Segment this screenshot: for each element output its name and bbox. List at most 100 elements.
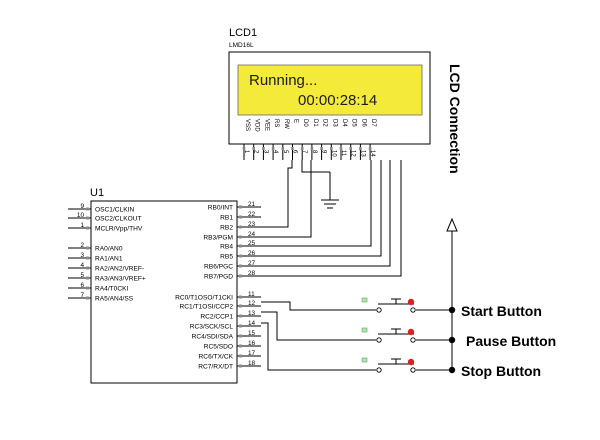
lcd-pin-number: 14 (369, 150, 375, 157)
lcd-pin-number: 4 (272, 150, 278, 154)
lcd-screen (237, 64, 423, 116)
lcd-pin-name: D3 (331, 119, 337, 127)
mcu-right-pin: 13 RC2/CCP1 (200, 310, 261, 320)
mcu-pin-name: RA0/AN0 (95, 245, 123, 252)
lcd-pin: D0 7 (300, 119, 308, 160)
lcd-pin-number: 12 (350, 150, 356, 157)
push-button-symbol (361, 357, 416, 373)
lcd-pin-number: 11 (340, 150, 346, 157)
lcd-pin-number: 8 (311, 150, 317, 154)
mcu-right-pin: 12 RC1/T1OSI/CCP2 (180, 300, 261, 310)
lcd-pin-name: VSS (244, 119, 250, 131)
mcu-pin-number: 24 (248, 231, 256, 238)
mcu-pin-name: RC7/RX/DT (198, 363, 233, 370)
lcd-part-number: LMD16L (229, 42, 254, 49)
lcd-pin-name: D5 (351, 119, 357, 127)
mcu-pin-number: 27 (248, 260, 256, 267)
mcu-pin-number: 18 (248, 360, 256, 367)
mcu-pin-number: 3 (80, 252, 84, 259)
mcu-pin-name: OSC2/CLKOUT (95, 215, 142, 222)
push-button-symbol (361, 327, 416, 343)
junction-start (448, 306, 456, 314)
button-wiring (261, 301, 452, 371)
mcu-pin-name: RB4 (220, 243, 233, 250)
mcu-right-pin: 18 RC7/RX/DT (198, 360, 261, 370)
mcu-pin-number: 9 (80, 203, 84, 210)
mcu-pin-name: RC0/T1OSO/T1CKI (175, 294, 233, 301)
mcu-right-pins: 21RB0/INT22RB123RB224RB3/PGM25RB426RB527… (175, 201, 261, 370)
mcu-pin-name: RB2 (220, 224, 233, 231)
stop-button-label: Stop Button (461, 363, 541, 379)
lcd-pin: VSS 1 (242, 119, 250, 160)
mcu-pin-number: 7 (80, 292, 84, 299)
lcd-pin-name: D6 (360, 119, 366, 127)
ground-symbol (321, 172, 339, 209)
mcu-right-pin: 27 RB6/PGC (204, 260, 261, 270)
mcu-pin-number: 10 (77, 212, 85, 219)
mcu-pin-name: RC4/SDI/SDA (192, 333, 234, 340)
mcu-reference: U1 (90, 187, 104, 199)
lcd-pin-number: 1 (243, 150, 249, 154)
mcu-pin-number: 14 (248, 320, 256, 327)
lcd-pin-name: VEE (263, 119, 269, 131)
mcu-pin-name: RB1 (220, 214, 233, 221)
lcd-pin-name: RW (283, 119, 289, 129)
lcd-pin-number: 7 (301, 150, 307, 154)
mcu-pin-name: RC3/SCK/SCL (190, 323, 234, 330)
lcd-pin: RW 5 (281, 119, 289, 160)
lcd-line-2: 00:00:28:14 (298, 92, 377, 109)
mcu-left-pin: 2 RA0/AN0 (68, 242, 123, 252)
mcu-pin-name: RC1/T1OSI/CCP2 (180, 303, 234, 310)
mcu-pin-name: RC2/CCP1 (200, 313, 233, 320)
mcu-body (90, 200, 238, 384)
lcd-connection-label: LCD Connection (447, 64, 463, 174)
lcd-pin-name: D4 (341, 119, 347, 127)
mcu-pin-number: 16 (248, 340, 256, 347)
lcd-pin-number: 6 (292, 150, 298, 154)
mcu-pin-number: 28 (248, 270, 256, 277)
lcd-pin-name: E (293, 119, 299, 123)
lcd-pin-name: VDD (254, 119, 260, 132)
mcu-left-pin: 6 RA4/T0CKI (68, 282, 129, 292)
mcu-pin-name: RA2/AN2/VREF- (95, 265, 144, 272)
mcu-pin-number: 17 (248, 350, 256, 357)
lcd-pin: RS 4 (271, 119, 279, 160)
mcu-pin-name: RA4/T0CKI (95, 285, 129, 292)
lcd-pin-name: D1 (312, 119, 318, 127)
mcu-pin-number: 21 (248, 201, 256, 208)
mcu-pin-number: 13 (248, 310, 256, 317)
lcd-pin-name: RS (273, 119, 279, 127)
lcd-reference: LCD1 (229, 27, 257, 39)
mcu-pin-number: 25 (248, 240, 256, 247)
mcu-pin-number: 12 (248, 300, 256, 307)
push-buttons (361, 297, 416, 373)
mcu-pin-name: RB6/PGC (204, 263, 233, 270)
mcu-pin-name: OSC1/CLKIN (95, 206, 134, 213)
mcu-pin-number: 2 (80, 242, 84, 249)
mcu-pin-name: RA3/AN3/VREF+ (95, 275, 146, 282)
mcu-pin-number: 15 (248, 330, 256, 337)
lcd-pin: D29 (320, 119, 328, 160)
lcd-pin: D5 12 (349, 119, 357, 160)
lcd-pin-number: 5 (282, 150, 288, 154)
mcu-pin-number: 6 (80, 282, 84, 289)
mcu-pin-number: 4 (80, 262, 84, 269)
junction-stop (448, 366, 456, 374)
lcd-pin-number: 9 (321, 150, 327, 154)
mcu-pin-number: 5 (80, 272, 84, 279)
lcd-pin: E6 (291, 119, 299, 160)
power-rail (446, 217, 458, 371)
mcu-left-pin: 10 OSC2/CLKOUT (68, 212, 142, 222)
lcd-pin-name: D0 (302, 119, 308, 127)
